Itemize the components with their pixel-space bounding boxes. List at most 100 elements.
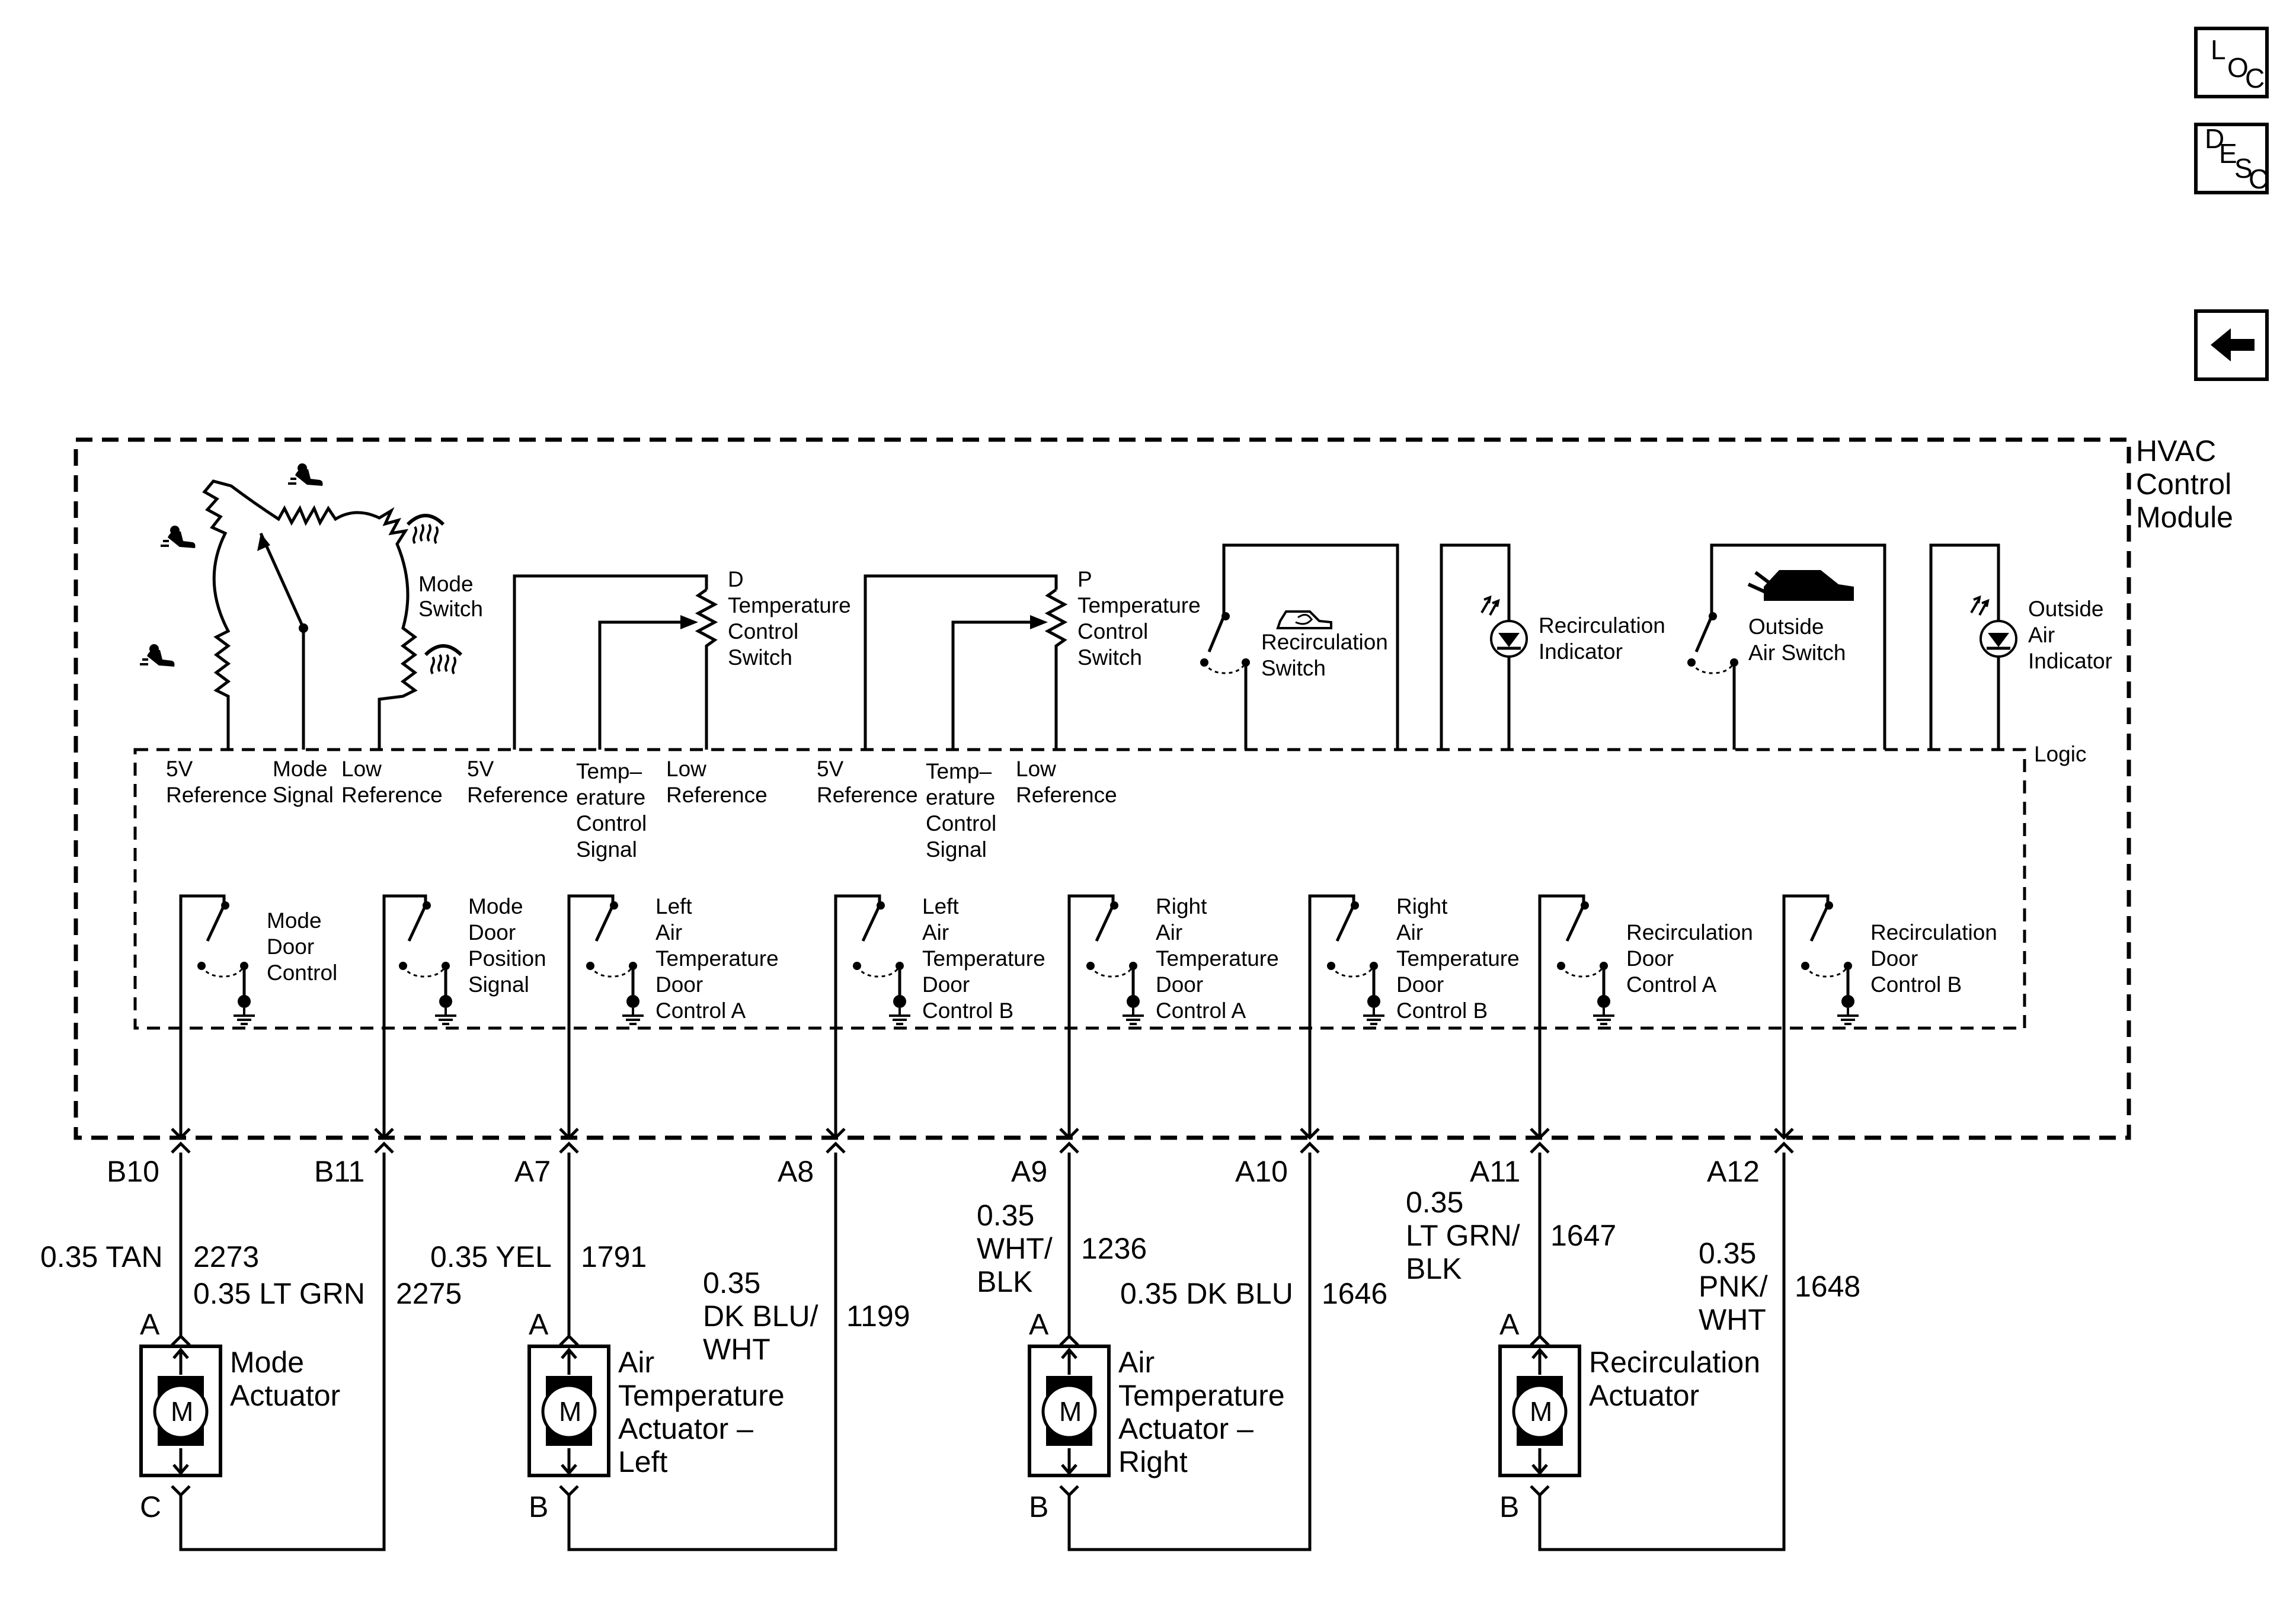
svg-text:1236: 1236 [1081,1232,1147,1265]
pin-a7: A7 [514,1155,551,1188]
svg-text:Actuator: Actuator [1589,1379,1699,1412]
harness-wires [179,1153,1786,1551]
motor-symbol: M [559,1396,581,1427]
svg-text:2275: 2275 [396,1277,462,1310]
loc-letter-c: C [2245,63,2265,94]
svg-text:Air: Air [618,1346,654,1379]
pin-a10: A10 [1235,1155,1288,1188]
pin-a9: A9 [1011,1155,1047,1188]
svg-text:Control A: Control A [655,998,746,1023]
svg-text:Reference: Reference [666,783,768,807]
svg-text:Temperature: Temperature [1396,946,1520,971]
svg-text:Indicator: Indicator [1539,639,1623,664]
svg-text:A: A [140,1308,160,1341]
svg-text:WHT: WHT [1699,1303,1766,1336]
svg-text:0.35 YEL: 0.35 YEL [430,1240,552,1273]
svg-text:Temperature: Temperature [728,593,851,617]
svg-text:Signal: Signal [926,837,987,862]
back-button[interactable] [2194,309,2269,381]
svg-text:erature: erature [576,785,645,809]
svg-text:0.35 TAN: 0.35 TAN [40,1240,163,1273]
svg-text:Door: Door [468,920,516,945]
svg-text:B: B [1499,1490,1519,1523]
svg-text:5V: 5V [166,757,193,781]
svg-text:Control B: Control B [1396,998,1488,1023]
air-temperature-actuator-right: A M B Air Temperature Actuator – Right [1028,1308,1285,1523]
svg-text:Air: Air [1156,920,1182,945]
svg-text:1647: 1647 [1550,1219,1616,1252]
svg-text:Door: Door [267,934,314,959]
svg-text:Switch: Switch [418,597,483,621]
svg-text:HVAC: HVAC [2136,434,2216,468]
panel-vent-icon [287,462,324,487]
svg-text:5V: 5V [467,757,494,781]
loc-button[interactable]: L O C [2194,27,2269,98]
svg-text:erature: erature [926,785,995,809]
svg-text:Reference: Reference [341,783,443,807]
desc-letter-s: S [2234,153,2253,184]
loc-letter-o: O [2227,52,2249,83]
driver-mode-door-position-signal: Mode Door Position Signal [382,894,546,1138]
svg-text:Control B: Control B [922,998,1013,1023]
svg-text:Recirculation: Recirculation [1870,920,1997,945]
svg-text:Temperature: Temperature [655,946,779,971]
signal-label-low-ref-c: Low Reference [1016,757,1117,807]
mode-switch: Mode Switch [139,462,483,750]
floor-vent-icon [139,643,176,668]
svg-text:Temp–: Temp– [926,759,992,783]
wire-label-a8: 0.35 DK BLU/ WHT 1199 [703,1266,910,1366]
recirculation-indicator: Recirculation Indicator [1440,543,1665,750]
svg-text:Temperature: Temperature [1118,1379,1285,1412]
svg-text:Temp–: Temp– [576,759,642,783]
svg-text:2273: 2273 [193,1240,259,1273]
signal-label-temp-signal-b: Temp– erature Control Signal [576,759,647,862]
svg-text:Control: Control [576,811,647,836]
svg-text:Low: Low [666,757,706,781]
svg-text:1646: 1646 [1322,1277,1387,1310]
svg-text:Signal: Signal [576,837,637,862]
svg-text:Air Switch: Air Switch [1748,641,1846,665]
svg-text:Mode: Mode [418,572,474,596]
svg-text:WHT/: WHT/ [977,1232,1053,1265]
svg-text:Reference: Reference [1016,783,1117,807]
pin-b11: B11 [314,1155,364,1188]
svg-text:Air: Air [655,920,682,945]
svg-text:1199: 1199 [846,1299,910,1333]
svg-text:Air: Air [1396,920,1423,945]
svg-text:Right: Right [1118,1445,1188,1478]
pin-a8: A8 [778,1155,814,1188]
svg-text:B: B [1029,1490,1048,1523]
desc-button[interactable]: D E S C [2194,123,2269,194]
svg-text:Mode: Mode [273,757,328,781]
driver-mode-door-control: Mode Door Control [179,894,337,1138]
svg-text:Door: Door [922,972,970,997]
svg-text:Signal: Signal [468,972,529,997]
svg-text:Left: Left [922,894,959,918]
svg-text:C: C [140,1490,161,1523]
p-temperature-control-switch: P Temperature Control Switch [864,567,1201,750]
svg-text:BLK: BLK [1406,1252,1462,1285]
signal-label-5v-ref-b: 5V Reference [467,757,568,807]
svg-text:Left: Left [655,894,692,918]
svg-text:Control: Control [267,961,337,985]
module-title: HVAC Control Module [2136,434,2233,534]
svg-text:1648: 1648 [1795,1270,1860,1303]
svg-text:1791: 1791 [581,1240,647,1273]
svg-text:Door: Door [1156,972,1203,997]
svg-text:Temperature: Temperature [618,1379,785,1412]
defrost-icon [426,646,461,674]
bi-level-icon [159,524,197,549]
svg-text:Temperature: Temperature [1156,946,1279,971]
svg-text:Recirculation: Recirculation [1261,630,1388,654]
pin-a12: A12 [1707,1155,1760,1188]
svg-text:Actuator –: Actuator – [1118,1412,1253,1445]
svg-text:Reference: Reference [817,783,918,807]
svg-text:B: B [529,1490,548,1523]
svg-text:Position: Position [468,946,546,971]
svg-text:Right: Right [1156,894,1207,918]
svg-text:Mode: Mode [267,908,322,933]
svg-text:Switch: Switch [1261,656,1326,680]
svg-text:Mode: Mode [468,894,523,918]
svg-text:Temperature: Temperature [922,946,1045,971]
d-temperature-control-switch: D Temperature Control Switch [513,567,851,750]
